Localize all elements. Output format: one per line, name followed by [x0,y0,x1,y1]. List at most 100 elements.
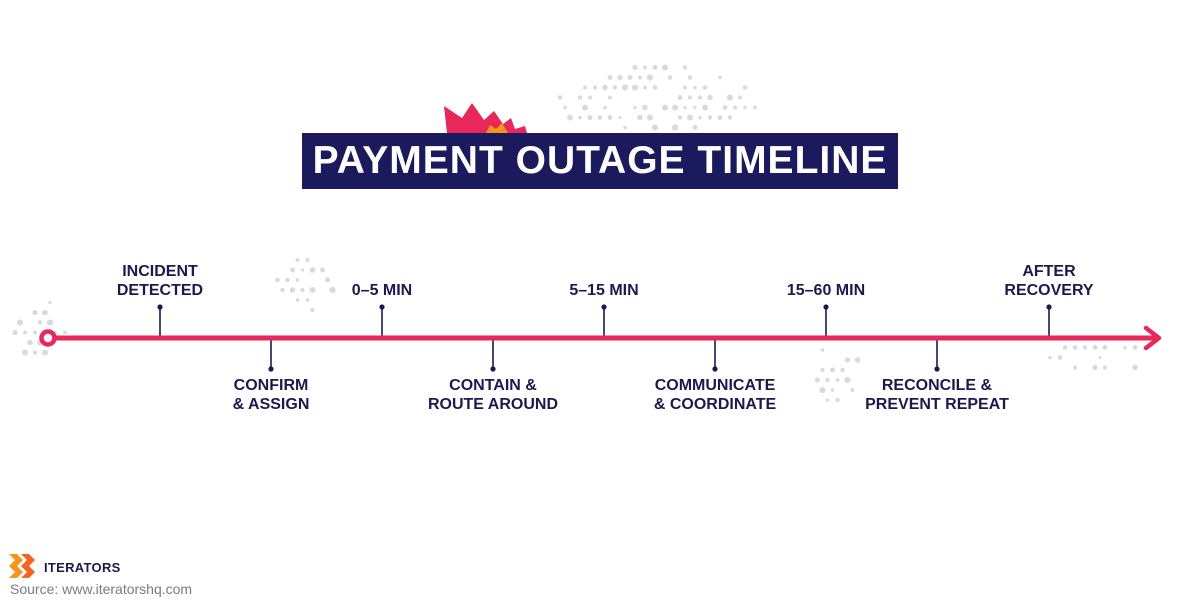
milestone-reconcile-prevent-tick-dot [934,366,940,372]
milestone-label-reconcile-prevent: RECONCILE & PREVENT REPEAT [865,377,1009,413]
decor-dot [603,105,607,110]
decor-dot [1098,355,1102,360]
decor-dot [46,319,54,326]
decor-dot [1062,345,1068,350]
title-banner: PAYMENT OUTAGE TIMELINE [302,133,898,189]
decor-dot [320,267,325,273]
decor-dot [582,104,588,111]
decor-dot [578,115,582,120]
milestone-incident-detected-tick-dot [157,304,163,310]
decor-dot [583,85,587,90]
decor-dot [607,115,613,120]
decor-dot [815,377,820,383]
decor-dot [643,85,647,90]
timeline-ticks [157,304,1052,372]
decor-dot [295,258,300,262]
milestone-label-0-5-min: 0–5 MIN [351,282,413,299]
decor-dot [329,286,336,294]
decor-dot [707,115,713,120]
decor-dot [844,376,851,384]
decor-dot [32,330,38,335]
decor-dot [1092,364,1098,371]
decor-dot [627,75,633,80]
decor-dot [667,75,673,80]
decor-dot [840,367,845,373]
decor-dot [27,339,33,346]
decor-dot [687,95,693,100]
decor-dot [850,388,855,392]
decor-dot [642,104,648,111]
decor-dot [718,75,722,80]
decor-dot [310,307,315,313]
decor-dot [687,75,693,80]
decor-dot [727,115,733,120]
decor-dot [32,350,38,355]
decor-dot [722,105,728,110]
milestone-label-confirm-assign: CONFIRM & ASSIGN [232,377,310,413]
decor-dot [588,95,592,100]
decor-dot [1057,355,1063,360]
decor-dot [285,277,290,283]
milestone-label-incident-detected: INCIDENT DETECTED [116,263,204,299]
decor-dot [825,377,830,383]
decor-dot [1102,365,1108,370]
decor-dot [835,378,840,382]
decor-dot [617,74,623,81]
decor-dot [577,95,583,100]
decor-dot [693,85,697,90]
decor-dot [602,84,608,91]
milestone-0-5-min-tick-dot [379,304,385,310]
milestone-label-after-recovery: AFTER RECOVERY [1004,263,1094,299]
decor-dot [289,287,296,293]
decor-dot [829,367,836,373]
decor-dot [854,357,861,363]
decor-dot [23,330,27,335]
iterators-logo-icon [9,554,35,578]
decor-dot [1132,364,1138,371]
decor-dot [557,95,563,100]
source-credit: Source: www.iteratorshq.com [10,581,193,597]
decor-dot [732,105,738,110]
decor-dot [621,84,629,91]
milestone-label-5-15-min: 5–15 MIN [569,282,639,299]
decor-dot [1102,344,1108,351]
decor-dot [42,309,48,316]
decor-dot [702,85,708,90]
decor-dot [607,95,613,100]
milestone-communicate-coordinate-tick-dot [712,366,718,372]
decor-dot [1048,355,1052,360]
page-title: PAYMENT OUTAGE TIMELINE [312,139,888,182]
decor-dot [672,104,678,111]
milestone-after-recovery-tick-dot [1046,304,1052,310]
decor-dot [638,75,642,80]
decor-dot [698,115,702,120]
decor-dot [682,65,688,70]
decor-dot [295,278,300,282]
decor-dot [16,319,24,326]
decor-dot [567,114,573,121]
decor-dot [48,300,52,305]
decor-dot [742,85,748,90]
decor-dot [683,105,687,110]
decor-dot [597,115,603,120]
decor-dot [686,114,694,121]
decor-dot [612,85,618,90]
flame-icon [444,103,527,133]
decor-dot [618,115,622,120]
decor-dot [717,114,723,121]
decor-dot [677,95,683,100]
milestone-5-15-min-tick-dot [601,304,607,310]
decor-dot [737,95,743,100]
decor-dot [280,287,285,293]
decor-dot [835,397,840,403]
decor-dot [677,115,683,120]
timeline-start-marker [39,329,57,347]
decor-dot [633,105,637,110]
decor-dot [726,94,734,101]
decor-dot [309,267,316,273]
decor-dot [1072,365,1078,370]
decor-dot [607,75,613,80]
decor-dot [300,288,305,292]
decor-dot [819,387,826,393]
decor-dot [692,125,698,130]
